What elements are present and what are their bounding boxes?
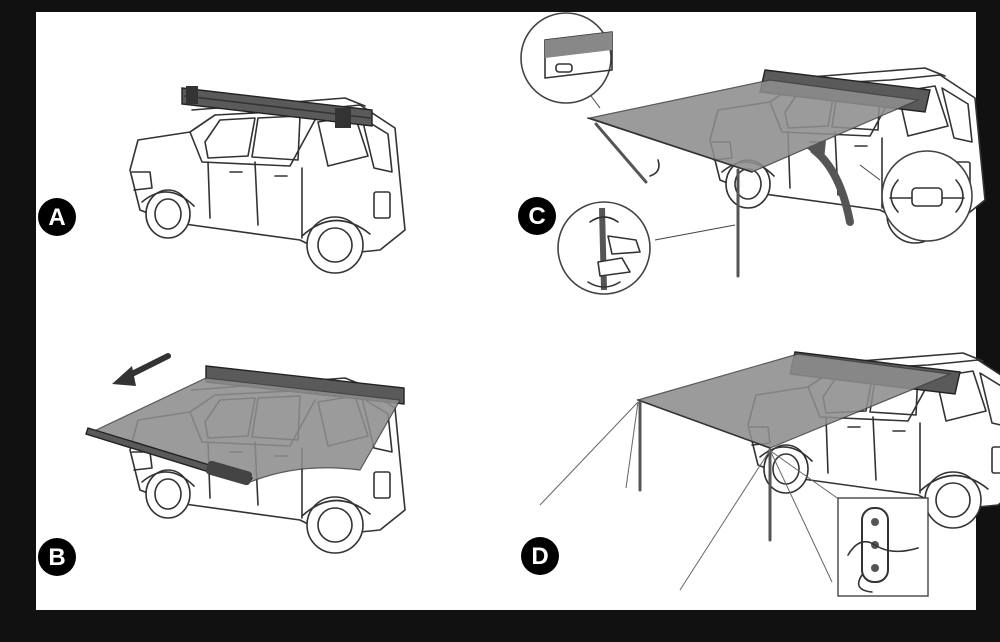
step-d-badge: D xyxy=(521,537,559,575)
step-c-detail-bracket xyxy=(521,13,612,103)
step-a-badge: A xyxy=(38,198,76,236)
step-c-detail-strap xyxy=(882,151,972,241)
step-b-car xyxy=(86,356,405,553)
step-b-badge: B xyxy=(38,538,76,576)
step-d-detail-rope-tensioner xyxy=(838,498,928,596)
step-b-label: B xyxy=(48,544,65,571)
step-a-car xyxy=(130,86,405,273)
step-c-label: C xyxy=(528,203,545,230)
step-d-car xyxy=(540,352,1000,590)
step-a-label: A xyxy=(48,204,65,231)
step-d-label: D xyxy=(531,543,548,570)
step-c-detail-pole-twist xyxy=(558,202,650,294)
step-c-badge: C xyxy=(518,197,556,235)
